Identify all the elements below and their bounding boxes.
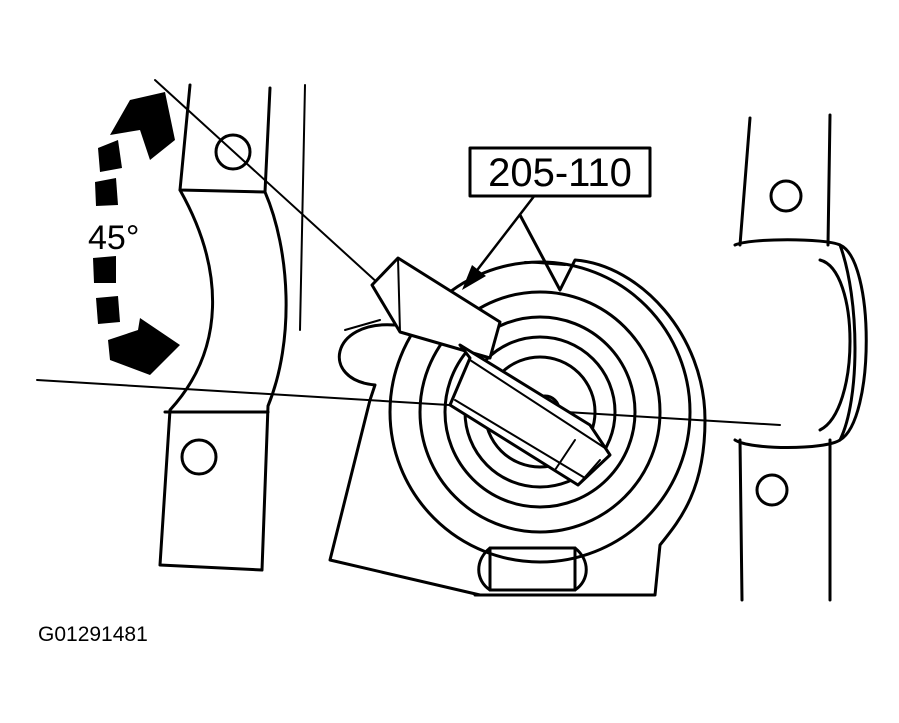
outer-ring (388, 260, 692, 564)
bolt-hole-lower-right (755, 473, 789, 507)
special-tool-205-110[interactable] (370, 256, 612, 487)
bolt-hole-upper-left (214, 133, 252, 171)
right-bracket (733, 113, 868, 602)
figure-id: G01291481 (38, 623, 148, 646)
rotation-arrow-down (108, 318, 180, 375)
rotation-arrow-up (110, 92, 175, 160)
tool-leader-line (466, 193, 537, 284)
ring-3 (443, 315, 637, 509)
rotation-indicator (93, 92, 180, 375)
angle-label: 45° (88, 219, 139, 257)
bolt-hole-lower-left (180, 438, 218, 476)
tool-label-box (468, 146, 652, 198)
horizontal-reference-line (36, 379, 781, 426)
left-bracket (158, 83, 306, 572)
bolt-hole-upper-right (769, 179, 803, 213)
upper-reference-line (154, 79, 381, 286)
reference-lines (36, 79, 781, 426)
tool-label: 205-110 (488, 151, 632, 195)
ring-2 (418, 290, 662, 534)
connector-edges (488, 546, 577, 592)
tool-leader-arrowhead (462, 265, 486, 290)
